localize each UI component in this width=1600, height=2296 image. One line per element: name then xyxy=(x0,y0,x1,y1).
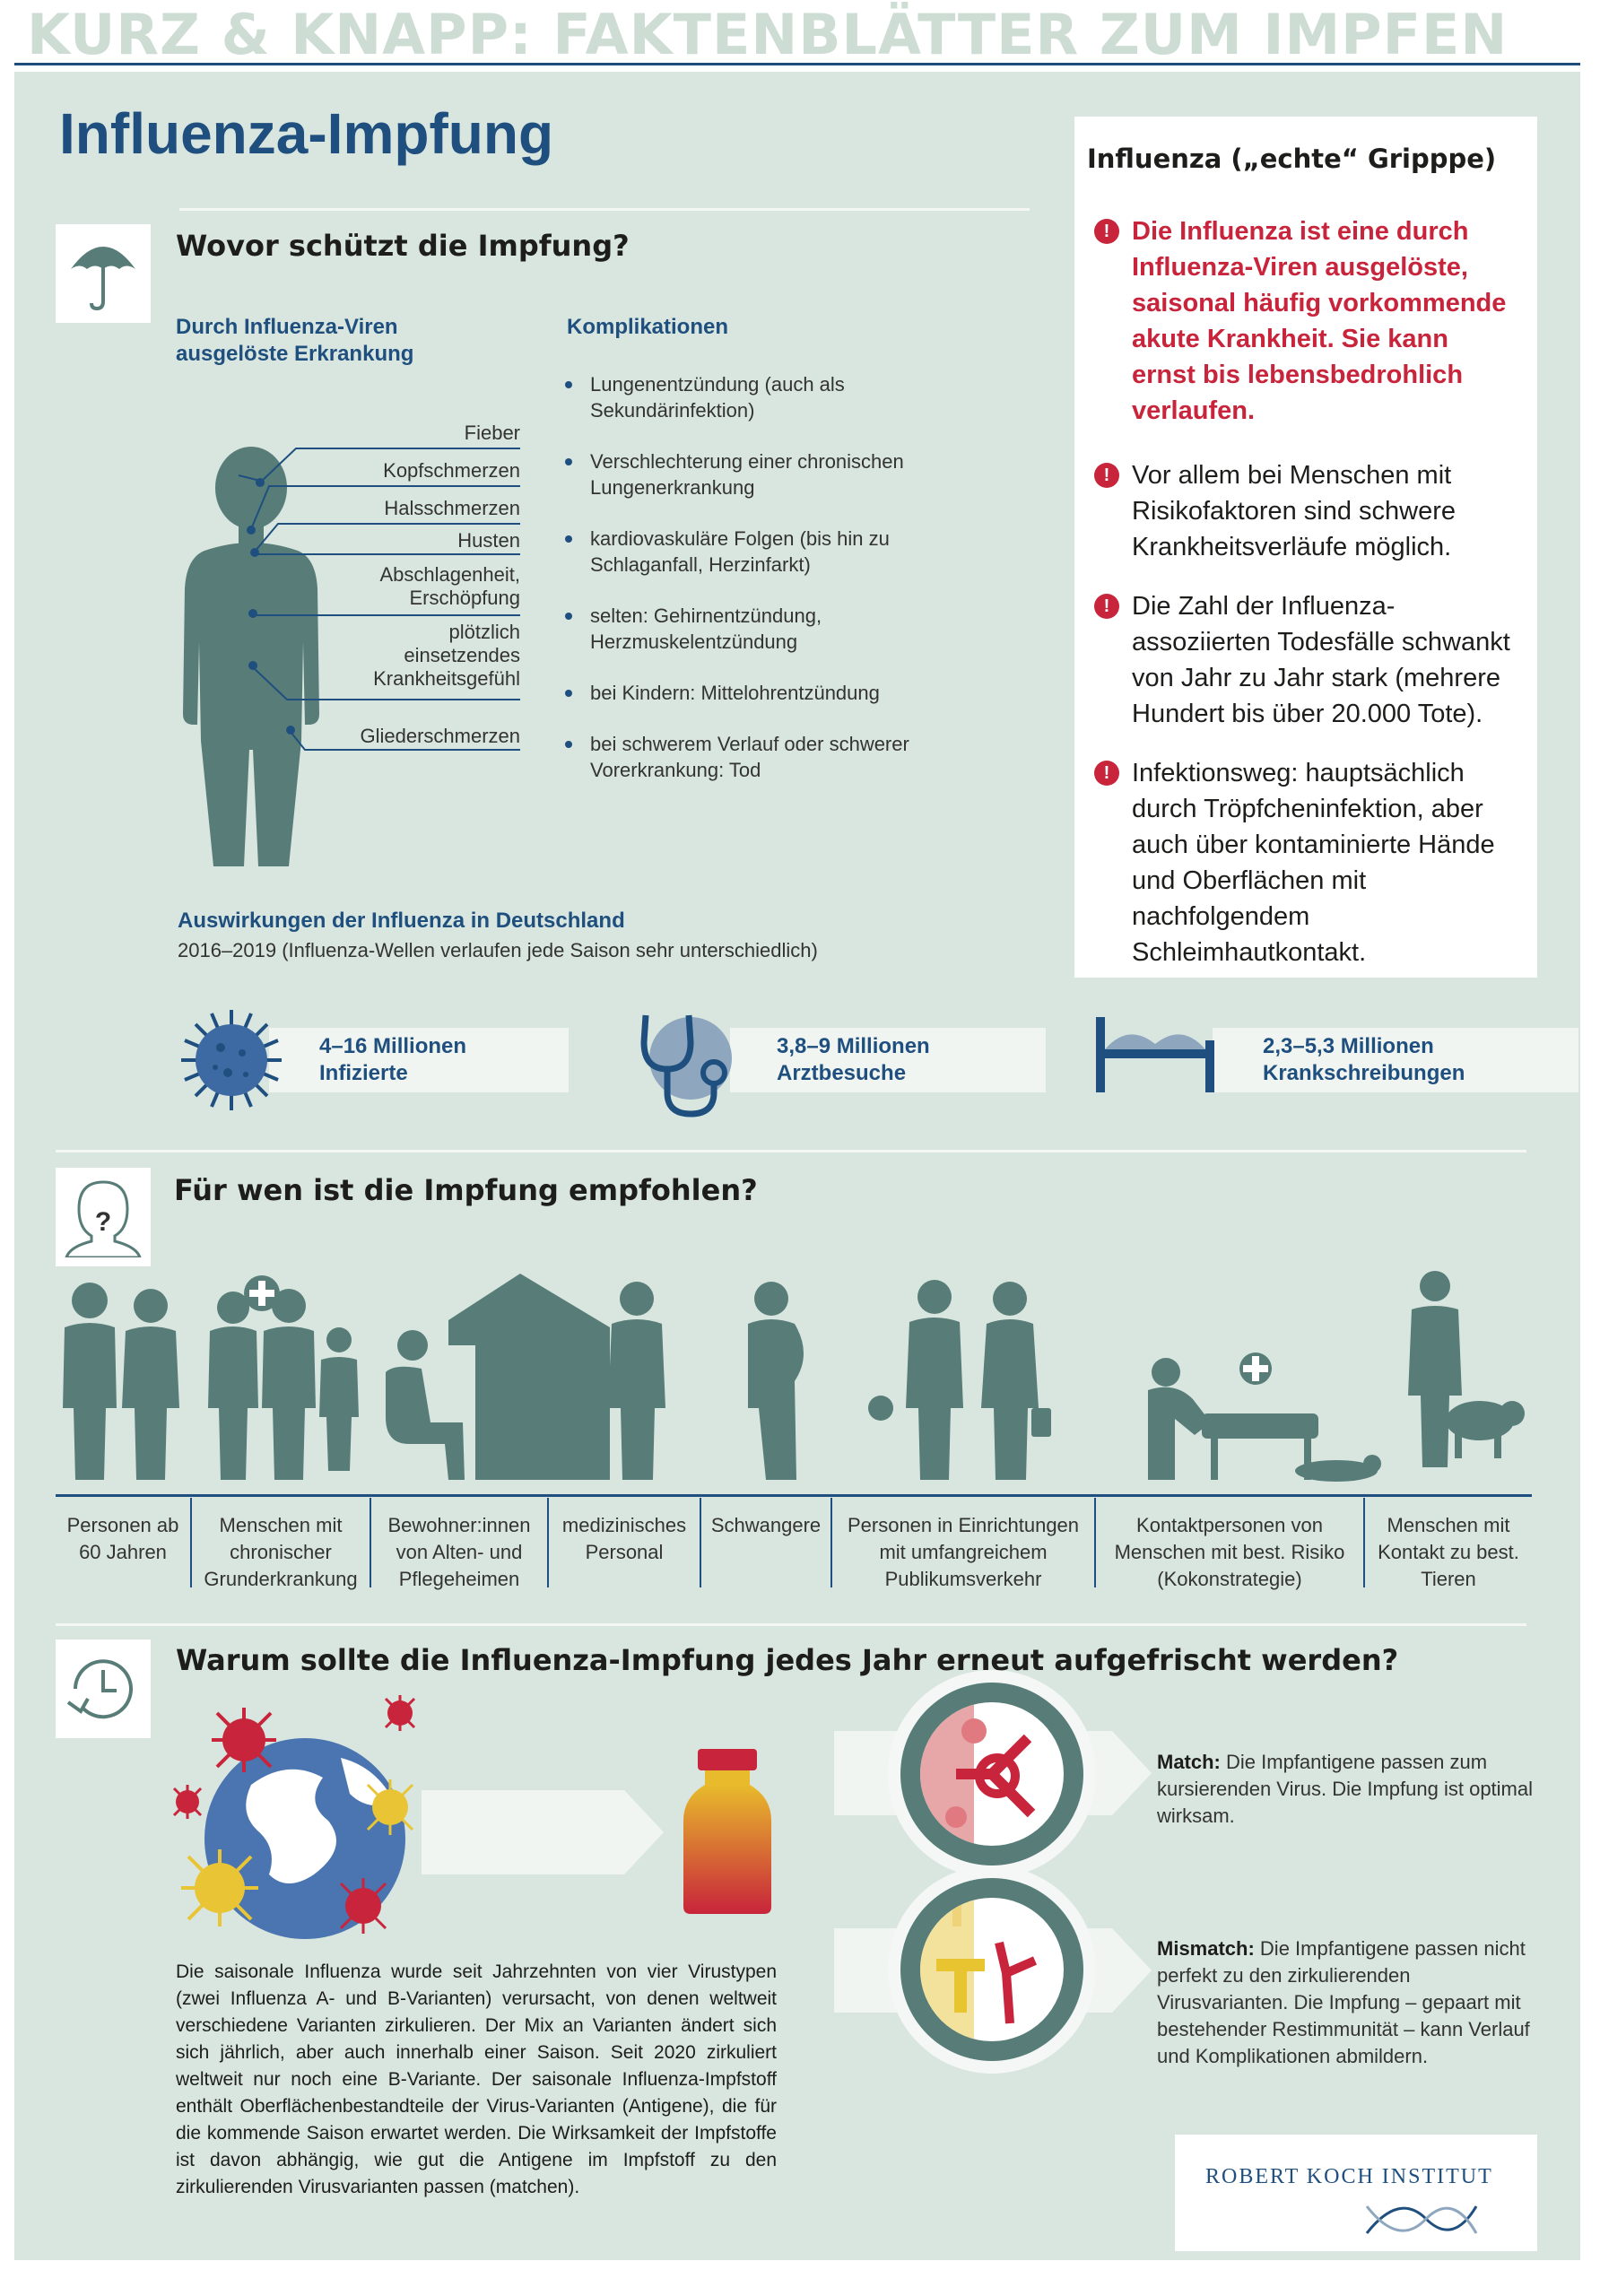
logo-text: ROBERT KOCH INSTITUT xyxy=(1205,2165,1493,2188)
complication-item: bei schwerem Verlauf oder schwerer Vorer… xyxy=(561,731,938,783)
group-separator xyxy=(700,1498,701,1587)
stat-label: Infizierte xyxy=(319,1061,408,1085)
bed-icon xyxy=(1096,1017,1214,1092)
complication-item: Verschlechterung einer chronischen Lunge… xyxy=(561,448,938,500)
match-text: Die Impfantigene passen zum kursierenden… xyxy=(1157,1751,1534,1827)
group-separator xyxy=(830,1498,832,1587)
groups-axis-line xyxy=(56,1494,1532,1497)
rki-logo: ROBERT KOCH INSTITUT xyxy=(1175,2135,1537,2251)
clock-icon xyxy=(56,1639,151,1738)
section-divider xyxy=(56,1623,1526,1626)
arrow-shape xyxy=(422,1790,664,1874)
complications-list: Lungenentzündung (auch als Sekundärinfek… xyxy=(561,371,938,808)
section-title-protection: Wovor schützt die Impfung? xyxy=(176,229,630,263)
group-separator xyxy=(1094,1498,1096,1587)
human-figure-icon xyxy=(183,447,319,866)
symptom-list: Fieber Kopfschmerzen Halsschmerzen Huste… xyxy=(305,422,520,762)
globe-virus-illustration xyxy=(172,1695,416,1939)
page-title: Influenza-Impfung xyxy=(59,101,554,166)
impact-heading: Auswirkungen der Influenza in Deutschlan… xyxy=(178,909,625,933)
group-separator xyxy=(547,1498,549,1587)
infobox-item-text: Die Zahl der Influenza-assoziierten Tode… xyxy=(1132,592,1510,728)
stat-value: 4–16 Millionen xyxy=(319,1034,467,1058)
group-label: Menschen mit Kontakt zu best. Tieren xyxy=(1378,1514,1519,1590)
antibody-mismatch-icon xyxy=(920,1898,1038,2041)
infobox-item: ! Die Influenza ist eine durch Influenza… xyxy=(1094,213,1516,429)
mismatch-illustration xyxy=(888,1866,1096,2074)
section-title-recommendation: Für wen ist die Impfung empfohlen? xyxy=(174,1173,758,1207)
header-title: KURZ & KNAPP: FAKTENBLÄTTER ZUM IMPFEN xyxy=(27,2,1509,67)
mismatch-label: Mismatch: xyxy=(1157,1937,1255,1960)
group-separator xyxy=(190,1498,192,1587)
group-separator xyxy=(370,1498,371,1587)
svg-text:?: ? xyxy=(95,1207,111,1237)
complication-item: selten: Gehirnentzündung, Herzmuskelentz… xyxy=(561,603,938,655)
disease-heading: Durch Influenza-Viren ausgelöste Erkrank… xyxy=(176,315,414,366)
symptom-item: Husten xyxy=(457,529,520,552)
umbrella-icon xyxy=(56,224,151,323)
symptom-item: plötzlich einsetzendes Krankheitsgefühl xyxy=(373,621,520,690)
influenza-infobox: Influenza („echte“ Gripppe) ! Die Influe… xyxy=(1074,117,1537,978)
vaccine-vial-icon xyxy=(683,1749,771,1914)
section-divider xyxy=(56,1150,1526,1152)
match-label: Match: xyxy=(1157,1751,1221,1773)
group-label: Schwangere xyxy=(710,1514,822,1536)
infobox-item: ! Infektionsweg: hauptsächlich durch Trö… xyxy=(1094,755,1516,970)
section-divider xyxy=(179,208,1030,211)
person-question-icon: ? xyxy=(56,1168,151,1266)
symptom-leader-lines xyxy=(251,448,520,751)
mismatch-text-block: Mismatch: Die Impfantigene passen nicht … xyxy=(1157,1935,1537,2070)
symptom-item: Abschlagenheit, Erschöpfung xyxy=(379,563,520,609)
explanation-paragraph: Die saisonale Influenza wurde seit Jahrz… xyxy=(176,1961,777,2197)
stat-label: Arztbesuche xyxy=(777,1061,907,1085)
infobox-item-text: Die Influenza ist eine durch Influenza-V… xyxy=(1132,217,1507,425)
antibody-match-icon xyxy=(920,1702,1036,1846)
symptom-item: Kopfschmerzen xyxy=(383,459,520,482)
infobox-item: ! Die Zahl der Influenza-assoziierten To… xyxy=(1094,588,1516,732)
group-label: Bewohner:innen von Alten- und Pflegeheim… xyxy=(387,1514,531,1590)
group-label: Menschen mit chronischer Grunderkrankung xyxy=(204,1514,358,1590)
complication-item: bei Kindern: Mittelohrentzündung xyxy=(561,680,938,706)
complication-item: Lungenentzündung (auch als Sekundärinfek… xyxy=(561,371,938,423)
symptom-item: Halsschmerzen xyxy=(384,497,520,519)
infobox-title: Influenza („echte“ Gripppe) xyxy=(1087,144,1497,174)
impact-subtitle: 2016–2019 (Influenza-Wellen verlaufen je… xyxy=(178,939,818,961)
dna-logo-icon xyxy=(1365,2205,1478,2234)
section-title-annual: Warum sollte die Influenza-Impfung jedes… xyxy=(176,1643,1399,1677)
symptom-item: Fieber xyxy=(464,422,520,444)
alert-icon: ! xyxy=(1094,219,1119,244)
alert-icon: ! xyxy=(1094,594,1119,619)
alert-icon: ! xyxy=(1094,761,1119,786)
match-text-block: Match: Die Impfantigene passen zum kursi… xyxy=(1157,1749,1537,1830)
complications-heading: Komplikationen xyxy=(567,315,729,339)
stat-value: 3,8–9 Millionen xyxy=(777,1034,930,1058)
group-label: Kontaktpersonen von Menschen mit best. R… xyxy=(1114,1514,1345,1590)
infobox-item-text: Infektionsweg: hauptsächlich durch Tröpf… xyxy=(1132,759,1495,967)
stat-label: Krankschreibungen xyxy=(1263,1061,1465,1085)
virus-icon xyxy=(181,1010,282,1110)
group-label: medizinisches Personal xyxy=(561,1514,687,1563)
complication-item: kardiovaskuläre Folgen (bis hin zu Schla… xyxy=(561,526,938,578)
group-label: Personen in Einrichtungen mit umfangreic… xyxy=(847,1514,1080,1590)
mismatch-text: Die Impfantigene passen nicht perfekt zu… xyxy=(1157,1937,1530,2067)
stat-value: 2,3–5,3 Millionen xyxy=(1263,1034,1434,1058)
symptom-item: Gliederschmerzen xyxy=(360,725,520,747)
stethoscope-icon xyxy=(640,1014,732,1118)
infobox-item: ! Vor allem bei Menschen mit Risikofakto… xyxy=(1094,457,1516,565)
infobox-item-text: Vor allem bei Menschen mit Risikofaktore… xyxy=(1132,461,1457,561)
group-label: Personen ab 60 Jahren xyxy=(66,1514,179,1563)
alert-icon: ! xyxy=(1094,463,1119,488)
header-rule xyxy=(14,63,1580,65)
risk-groups-illustration xyxy=(63,1271,1525,1482)
match-illustration xyxy=(888,1670,1096,1878)
group-separator xyxy=(1363,1498,1365,1587)
